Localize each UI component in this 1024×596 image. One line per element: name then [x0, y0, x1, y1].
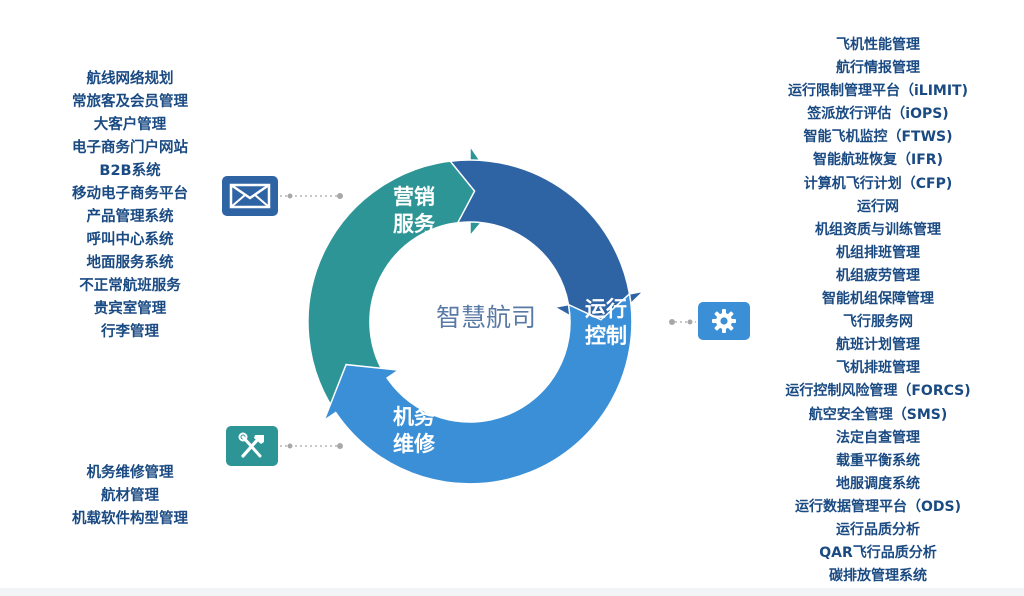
list-item: 智能机组保障管理	[822, 291, 934, 308]
list-item: 签派放行评估（iOPS)	[807, 106, 949, 123]
segment-label-operations-line1: 运行	[585, 297, 627, 321]
list-item: 飞行服务网	[843, 314, 913, 331]
operations-systems-list: 飞机性能管理航行情报管理运行限制管理平台（iLIMIT) 签派放行评估（iOPS)…	[728, 34, 1024, 588]
gear-icon	[698, 302, 750, 340]
list-item: 运行网	[857, 198, 899, 215]
list-item: 航空安全管理（SMS)	[808, 406, 948, 423]
list-item: 机务维修管理	[86, 465, 174, 481]
segment-label-marketing-line1: 营销	[393, 185, 435, 209]
marketing-systems-list: 航线网络规划常旅客及会员管理大客户管理电子商务门户网站 B2B系统移动电子商务平台…	[40, 68, 220, 344]
list-item: 航材管理	[101, 488, 159, 504]
segment-label-maintenance-line1: 机务	[393, 405, 435, 429]
segment-label-maintenance: 机务 维修	[378, 404, 450, 458]
list-item: 智能飞机监控（FTWS)	[803, 129, 953, 146]
segment-label-maintenance-line2: 维修	[393, 432, 435, 456]
list-item: 计算机飞行计划（CFP)	[803, 175, 953, 192]
tools-icon	[226, 426, 278, 466]
list-item: 机组排班管理	[836, 244, 920, 261]
list-item: 贵宾室管理	[93, 301, 167, 317]
list-item: 移动电子商务平台	[72, 186, 188, 202]
list-item: 机载软件构型管理	[72, 511, 188, 527]
list-item: 航线网络规划	[86, 71, 174, 87]
list-item: 不正常航班服务	[79, 278, 181, 294]
list-item: 地服调度系统	[836, 475, 920, 492]
list-item: 运行品质分析	[836, 521, 920, 538]
segment-label-operations: 运行 控制	[570, 296, 642, 350]
list-item: 法定自查管理	[836, 429, 920, 446]
ring-segment-operations	[322, 292, 633, 485]
bottom-bar	[0, 588, 1024, 596]
segment-label-operations-line2: 控制	[585, 324, 627, 348]
list-item: 飞机性能管理	[836, 37, 920, 53]
envelope-icon	[222, 176, 278, 216]
connector-marketing	[280, 193, 343, 199]
segment-label-marketing-line2: 服务	[393, 212, 435, 236]
list-item: B2B系统	[99, 163, 161, 179]
list-item: 运行数据管理平台（ODS)	[794, 498, 961, 515]
list-item: 常旅客及会员管理	[72, 94, 188, 110]
list-item: 机组资质与训练管理	[815, 221, 941, 238]
connector-maintenance	[280, 443, 343, 449]
list-item: 大客户管理	[93, 117, 167, 133]
list-item: 智能航班恢复（IFR)	[813, 152, 943, 169]
list-item: 运行控制风险管理（FORCS)	[785, 383, 971, 400]
list-item: 电子商务门户网站	[72, 140, 188, 156]
list-item: 航行情报管理	[836, 60, 920, 77]
maintenance-systems-list: 机务维修管理航材管理机载软件构型管理	[40, 462, 220, 531]
list-item: 呼叫中心系统	[86, 232, 174, 248]
list-item: 运行限制管理平台（iLIMIT)	[787, 83, 969, 100]
segment-label-marketing: 营销 服务	[378, 184, 450, 238]
center-title: 智慧航司	[435, 303, 536, 332]
list-item: 航班计划管理	[836, 337, 920, 354]
list-item: 地面服务系统	[86, 255, 174, 271]
cycle-ring	[307, 143, 646, 485]
list-item: 机组疲劳管理	[836, 267, 920, 284]
connector-operations	[669, 319, 696, 325]
list-item: QAR飞行品质分析	[819, 545, 937, 562]
list-item: 行李管理	[101, 324, 159, 340]
list-item: 碳排放管理系统	[829, 568, 927, 585]
list-item: 载重平衡系统	[836, 452, 920, 469]
list-item: 产品管理系统	[86, 209, 174, 225]
list-item: 飞机排班管理	[836, 360, 920, 377]
